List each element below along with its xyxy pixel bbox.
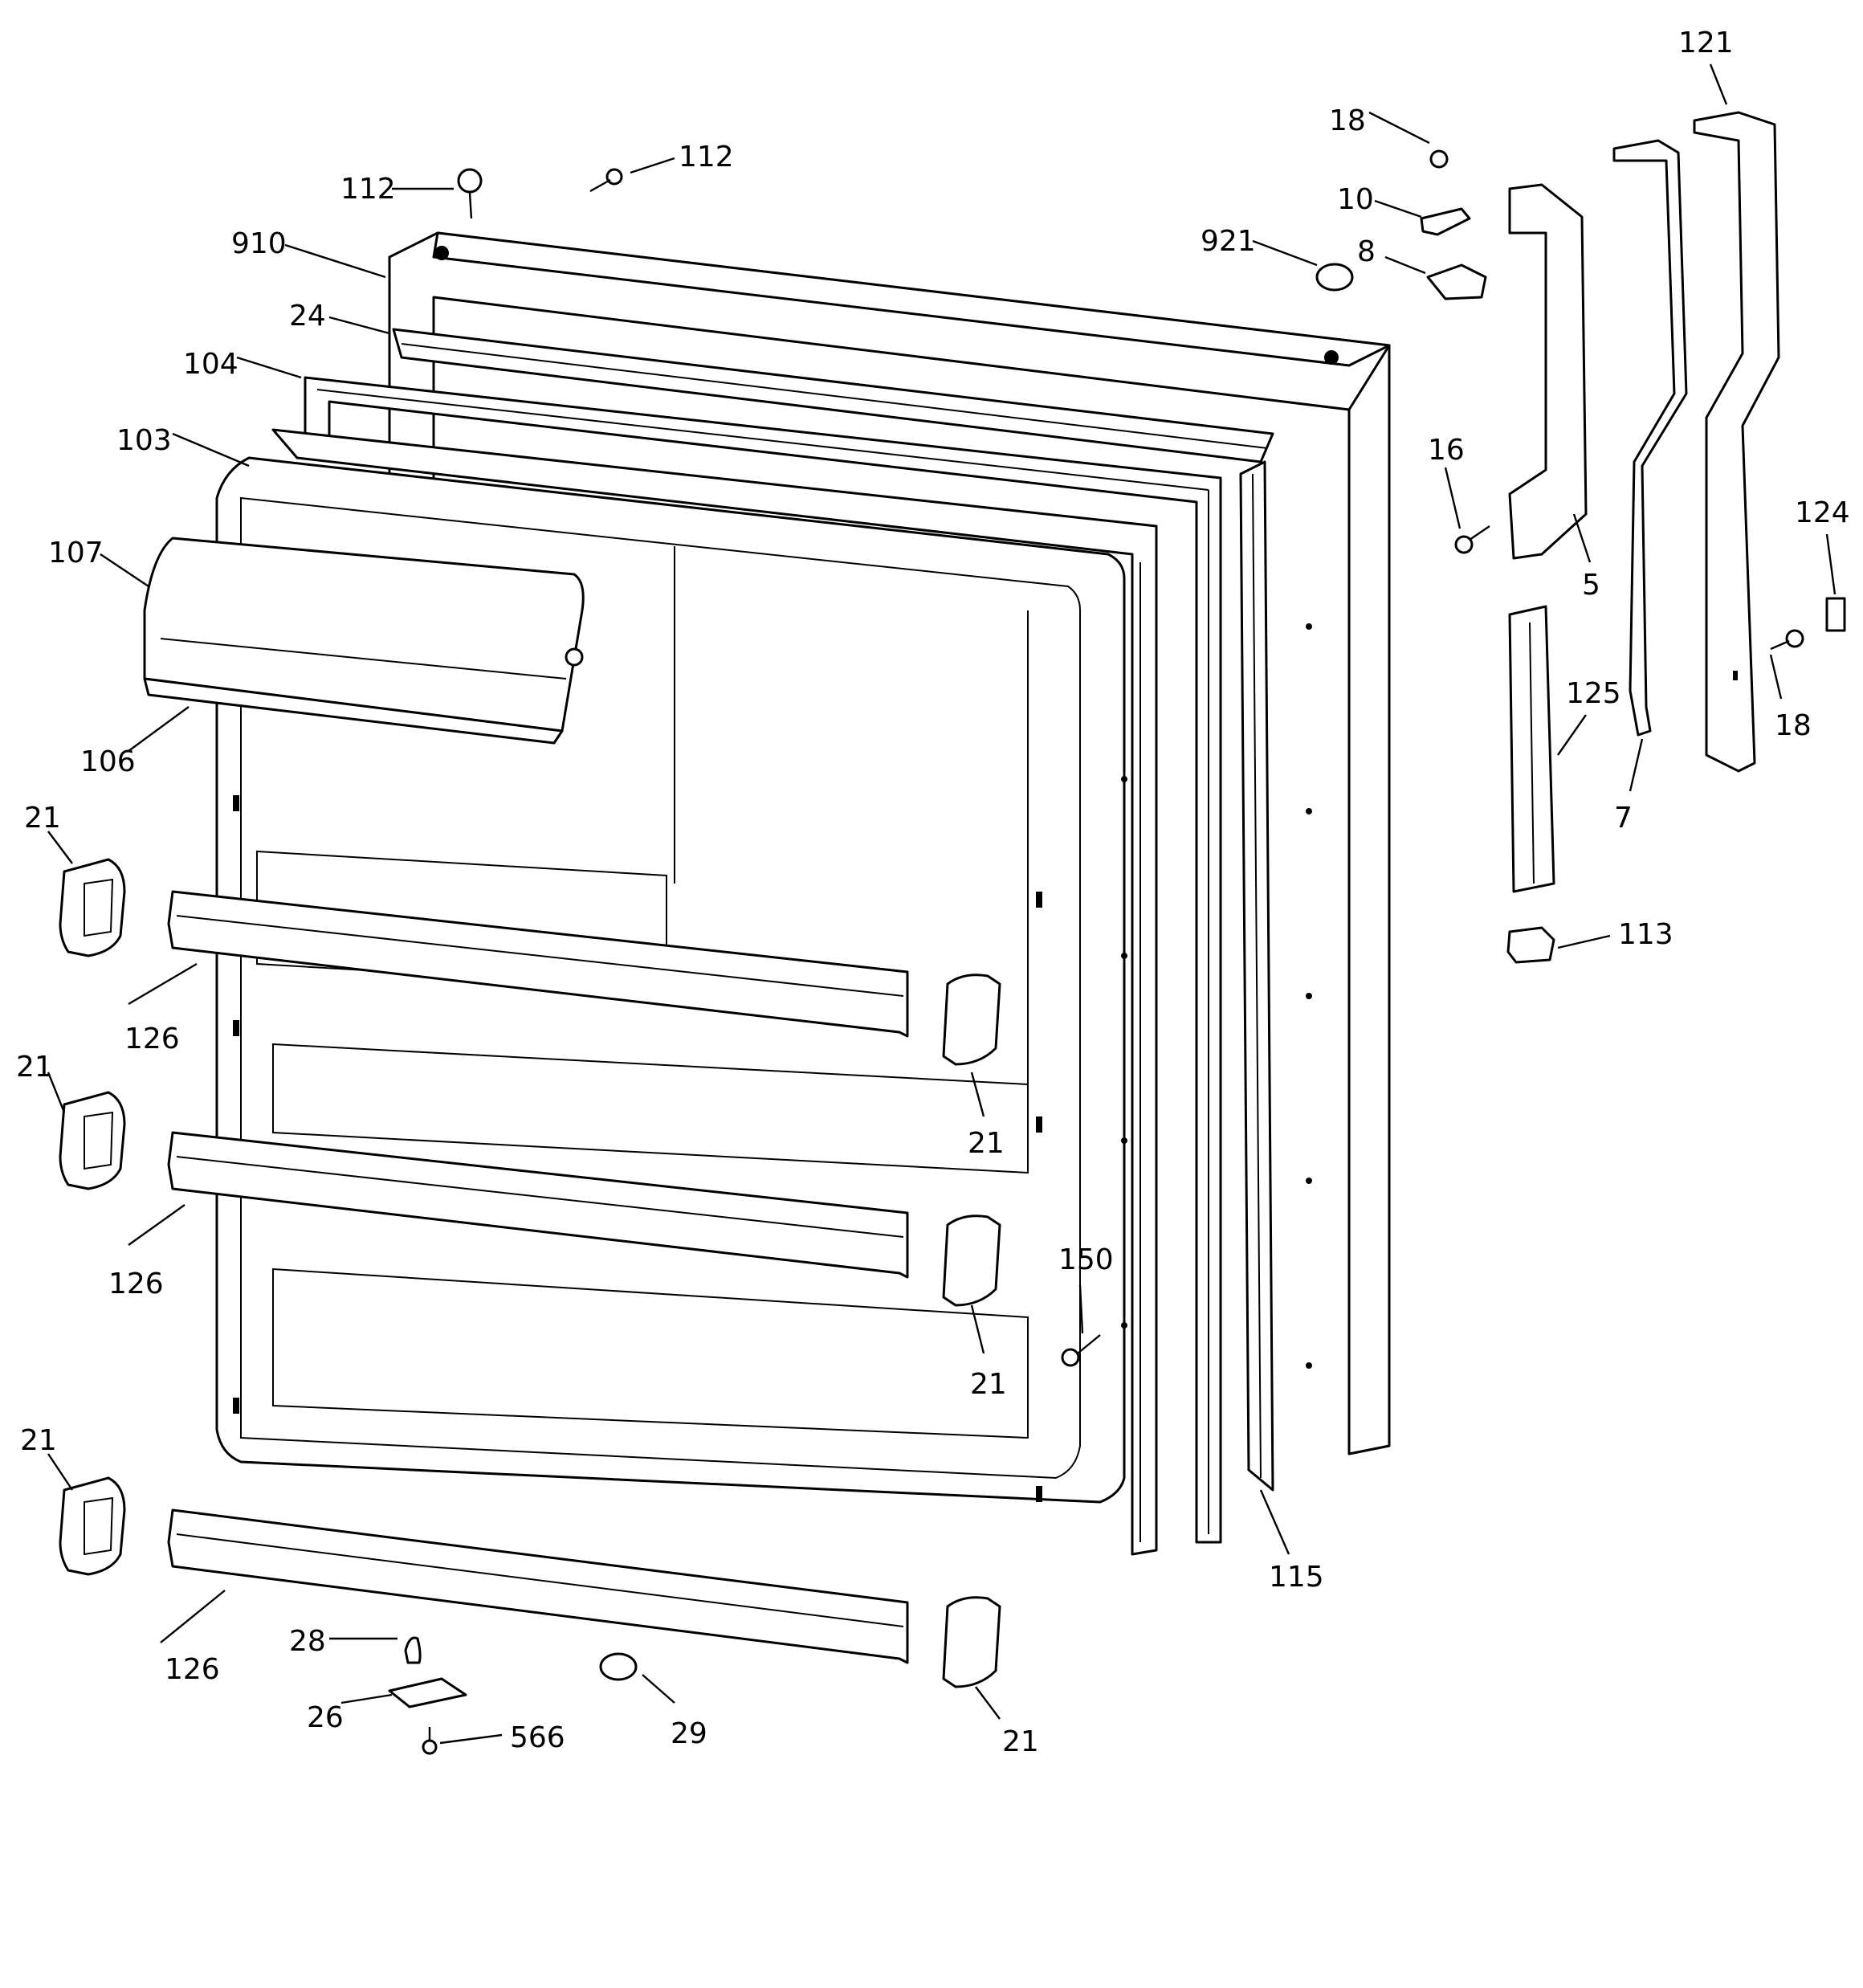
- end-cap-21-left-2: [59, 1091, 126, 1190]
- clip-124: [1825, 597, 1846, 632]
- screw-112-b: [589, 168, 623, 193]
- leader-lines: [47, 63, 1837, 1745]
- end-cap-21-left-3: [59, 1476, 126, 1576]
- block-113: [1506, 926, 1555, 964]
- screw-112-a: [457, 168, 483, 219]
- label-107: 107: [48, 537, 104, 569]
- label-7: 7: [1614, 802, 1633, 835]
- label-21-b: 21: [16, 1051, 53, 1084]
- label-26: 26: [307, 1701, 344, 1734]
- label-29: 29: [671, 1717, 707, 1750]
- label-10: 10: [1337, 183, 1374, 216]
- label-115: 115: [1269, 1561, 1324, 1594]
- label-21-c: 21: [20, 1424, 57, 1457]
- label-21-d: 21: [968, 1127, 1005, 1160]
- screw-566: [422, 1727, 438, 1755]
- shelf-bar-126-2: [167, 1131, 909, 1279]
- label-5: 5: [1582, 569, 1600, 602]
- label-112-b: 112: [679, 141, 734, 173]
- label-125: 125: [1566, 677, 1621, 710]
- door-liner-103: [271, 428, 1158, 1556]
- end-cap-21-left-1: [59, 858, 126, 957]
- plug-28: [404, 1636, 422, 1664]
- label-113: 113: [1618, 918, 1673, 951]
- label-121: 121: [1678, 27, 1734, 59]
- label-18-top: 18: [1329, 104, 1366, 137]
- bracket-8: [1426, 263, 1487, 300]
- label-8: 8: [1357, 235, 1376, 268]
- shelf-bar-126-1: [167, 890, 909, 1038]
- label-21-a: 21: [24, 802, 61, 835]
- end-cap-21-right-3: [942, 1596, 1001, 1688]
- label-106: 106: [80, 745, 136, 778]
- screw-18-top: [1429, 149, 1449, 169]
- plug-921: [1315, 263, 1354, 292]
- label-126-c: 126: [165, 1653, 220, 1686]
- label-112-a: 112: [340, 173, 396, 206]
- label-21-f: 21: [1002, 1725, 1039, 1758]
- label-21-e: 21: [970, 1368, 1007, 1401]
- screw-150: [1061, 1334, 1101, 1367]
- label-921: 921: [1201, 225, 1256, 258]
- plate-26: [388, 1677, 467, 1708]
- label-126-b: 126: [108, 1268, 164, 1300]
- label-18-right: 18: [1775, 709, 1812, 742]
- top-strip-24: [392, 328, 1274, 463]
- channel-125: [1508, 605, 1555, 893]
- label-150: 150: [1058, 1243, 1114, 1276]
- label-24: 24: [289, 300, 326, 333]
- label-910: 910: [231, 227, 287, 260]
- end-cap-21-right-1: [942, 974, 1001, 1066]
- outer-door-frame-910: [388, 231, 1391, 1455]
- hinge-5: [1508, 183, 1588, 560]
- shelf-bar-126-3: [167, 1508, 909, 1664]
- label-104: 104: [183, 348, 238, 381]
- end-cap-21-right-2: [942, 1214, 1001, 1307]
- label-16: 16: [1428, 434, 1465, 467]
- bracket-10: [1420, 207, 1471, 236]
- part-labels: 112 112 910 24 104 103 107 106 21 126 21…: [16, 27, 1850, 1758]
- bumper-29: [599, 1652, 638, 1681]
- hinge-arm-7: [1612, 139, 1688, 737]
- label-28: 28: [289, 1625, 326, 1658]
- screw-18-right: [1770, 629, 1804, 651]
- label-124: 124: [1795, 496, 1850, 529]
- label-126-a: 126: [124, 1023, 180, 1055]
- vertical-strip-115: [1239, 460, 1274, 1492]
- hinge-arm-121: [1693, 111, 1780, 773]
- screw-16: [1454, 525, 1490, 554]
- dairy-door-107: [143, 537, 585, 745]
- label-103: 103: [116, 424, 172, 457]
- label-566: 566: [510, 1721, 565, 1754]
